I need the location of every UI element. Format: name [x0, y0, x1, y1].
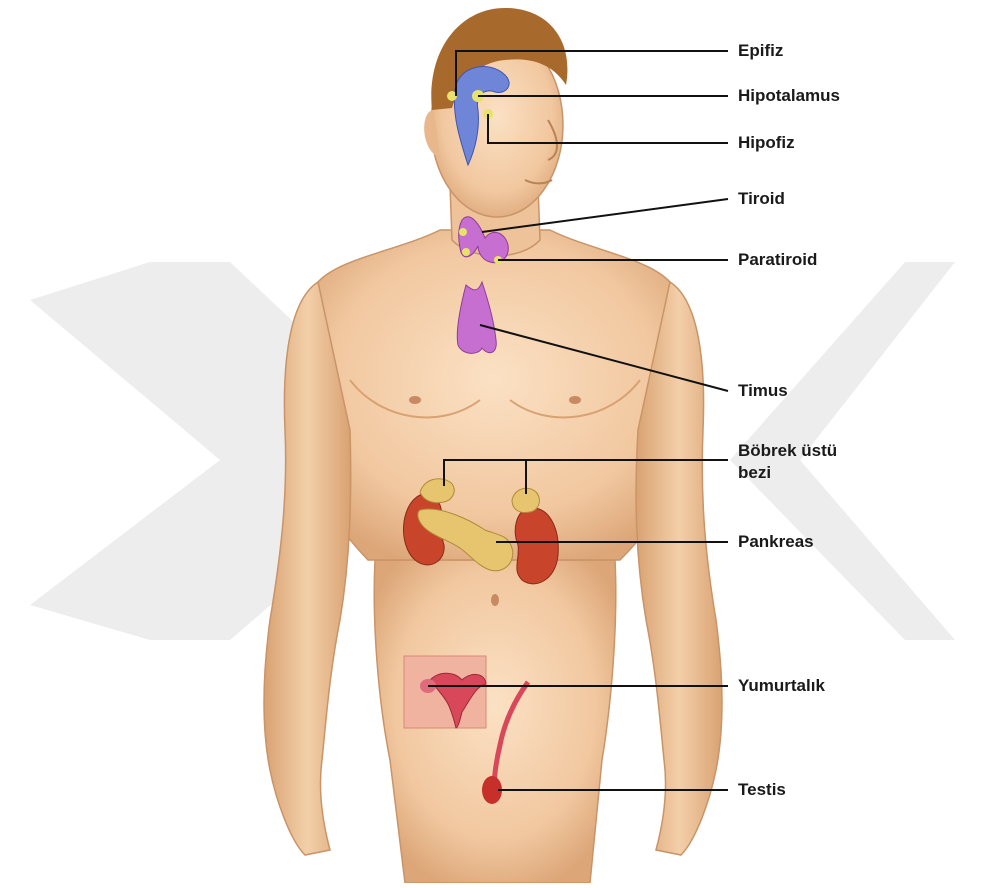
label-hipofiz: Hipofiz — [738, 132, 795, 154]
label-pankreas: Pankreas — [738, 531, 814, 553]
label-hipotalamus: Hipotalamus — [738, 85, 840, 107]
label-epifiz: Epifiz — [738, 40, 783, 62]
label-yumurtalik: Yumurtalık — [738, 675, 825, 697]
human-body — [264, 8, 722, 883]
paratiroid-dot-2 — [462, 248, 470, 256]
nipple-left — [409, 396, 421, 404]
label-testis: Testis — [738, 779, 786, 801]
label-paratiroid: Paratiroid — [738, 249, 817, 271]
torso — [299, 230, 688, 560]
navel — [491, 594, 499, 606]
label-bobrek-line2: bezi — [738, 462, 837, 484]
paratiroid-dot-1 — [459, 228, 467, 236]
label-bobrek-line1: Böbrek üstü — [738, 440, 837, 462]
label-bobrek-ustu-bezi: Böbrek üstü bezi — [738, 440, 837, 484]
nipple-right — [569, 396, 581, 404]
label-tiroid: Tiroid — [738, 188, 785, 210]
label-timus: Timus — [738, 380, 788, 402]
